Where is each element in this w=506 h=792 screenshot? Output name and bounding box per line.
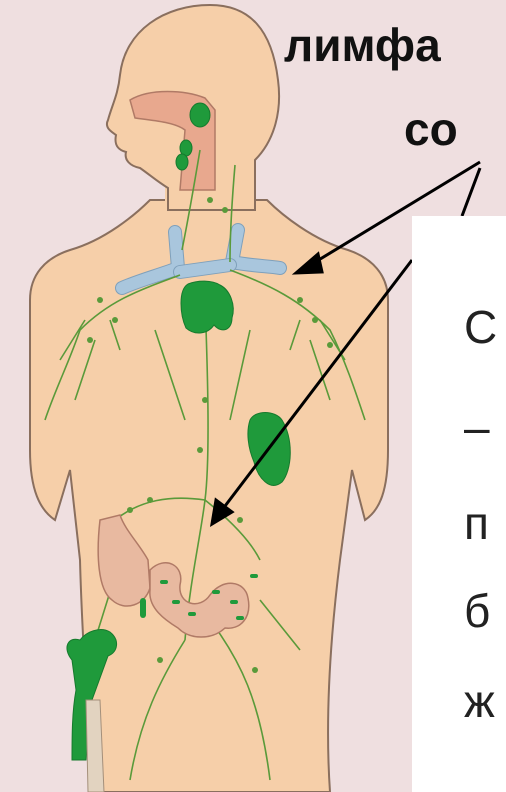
callout-line-5: ж [464,678,495,724]
callout-box: С – п б ж [412,216,506,792]
callout-line-2: – [464,404,490,450]
thymus [181,281,233,333]
adenoid [190,103,210,127]
callout-line-4: б [464,588,490,634]
callout-line-1: С [464,304,497,350]
tonsil-lower [176,154,188,170]
callout-line-3: п [464,500,489,546]
diagram-title-line-2: со [404,106,458,152]
diagram-title-line-1: лимфа [284,22,441,68]
